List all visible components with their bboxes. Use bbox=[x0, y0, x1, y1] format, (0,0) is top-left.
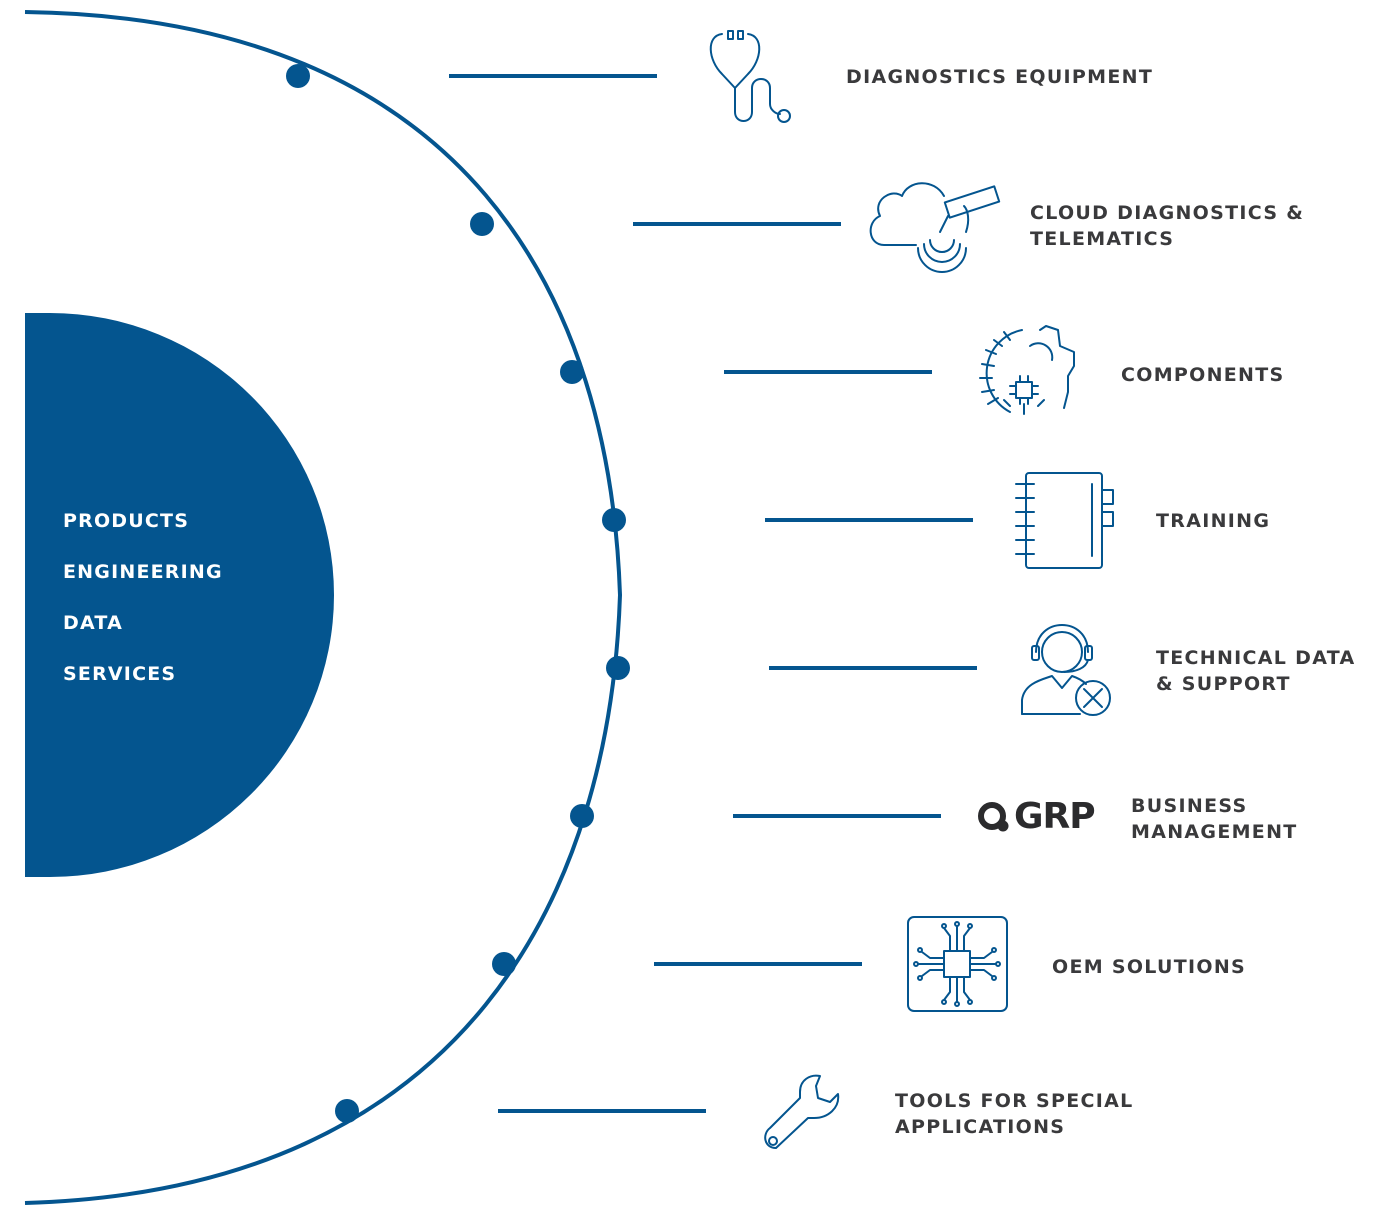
gear-chip-icon bbox=[979, 325, 1075, 415]
arc-node bbox=[286, 64, 310, 88]
arc-node bbox=[570, 804, 594, 828]
notebook-icon bbox=[1015, 472, 1114, 569]
arc-node bbox=[606, 656, 630, 680]
core-label-engineering: ENGINEERING bbox=[63, 561, 223, 583]
cloud-diagnostics-icon bbox=[869, 182, 1001, 273]
core-half-circle bbox=[25, 313, 334, 877]
circuit-chip-icon bbox=[907, 916, 1008, 1012]
core-label-data: DATA bbox=[63, 612, 123, 634]
arc-node bbox=[470, 212, 494, 236]
item-label-cloud-diagnostics: CLOUD DIAGNOSTICS &TELEMATICS bbox=[1030, 202, 1305, 250]
support-agent-icon bbox=[1021, 624, 1111, 716]
item-label-training: TRAINING bbox=[1156, 510, 1271, 532]
outer-arc bbox=[24, 10, 623, 1205]
wrench-icon bbox=[764, 1074, 840, 1149]
item-label-technical-data: TECHNICAL DATA& SUPPORT bbox=[1156, 647, 1356, 695]
core-label-products: PRODUCTS bbox=[63, 510, 190, 532]
stethoscope-icon bbox=[709, 30, 791, 123]
arc-node bbox=[560, 360, 584, 384]
arc-node bbox=[602, 508, 626, 532]
item-label-components: COMPONENTS bbox=[1121, 364, 1285, 386]
item-label-oem-solutions: OEM SOLUTIONS bbox=[1052, 956, 1247, 978]
grp-logo bbox=[978, 802, 1009, 832]
grp-logo-text: GRP bbox=[1014, 796, 1096, 837]
arc-node bbox=[335, 1099, 359, 1123]
core-label-services: SERVICES bbox=[63, 663, 177, 685]
arc-node bbox=[492, 952, 516, 976]
item-label-diagnostics-equipment: DIAGNOSTICS EQUIPMENT bbox=[846, 66, 1154, 88]
